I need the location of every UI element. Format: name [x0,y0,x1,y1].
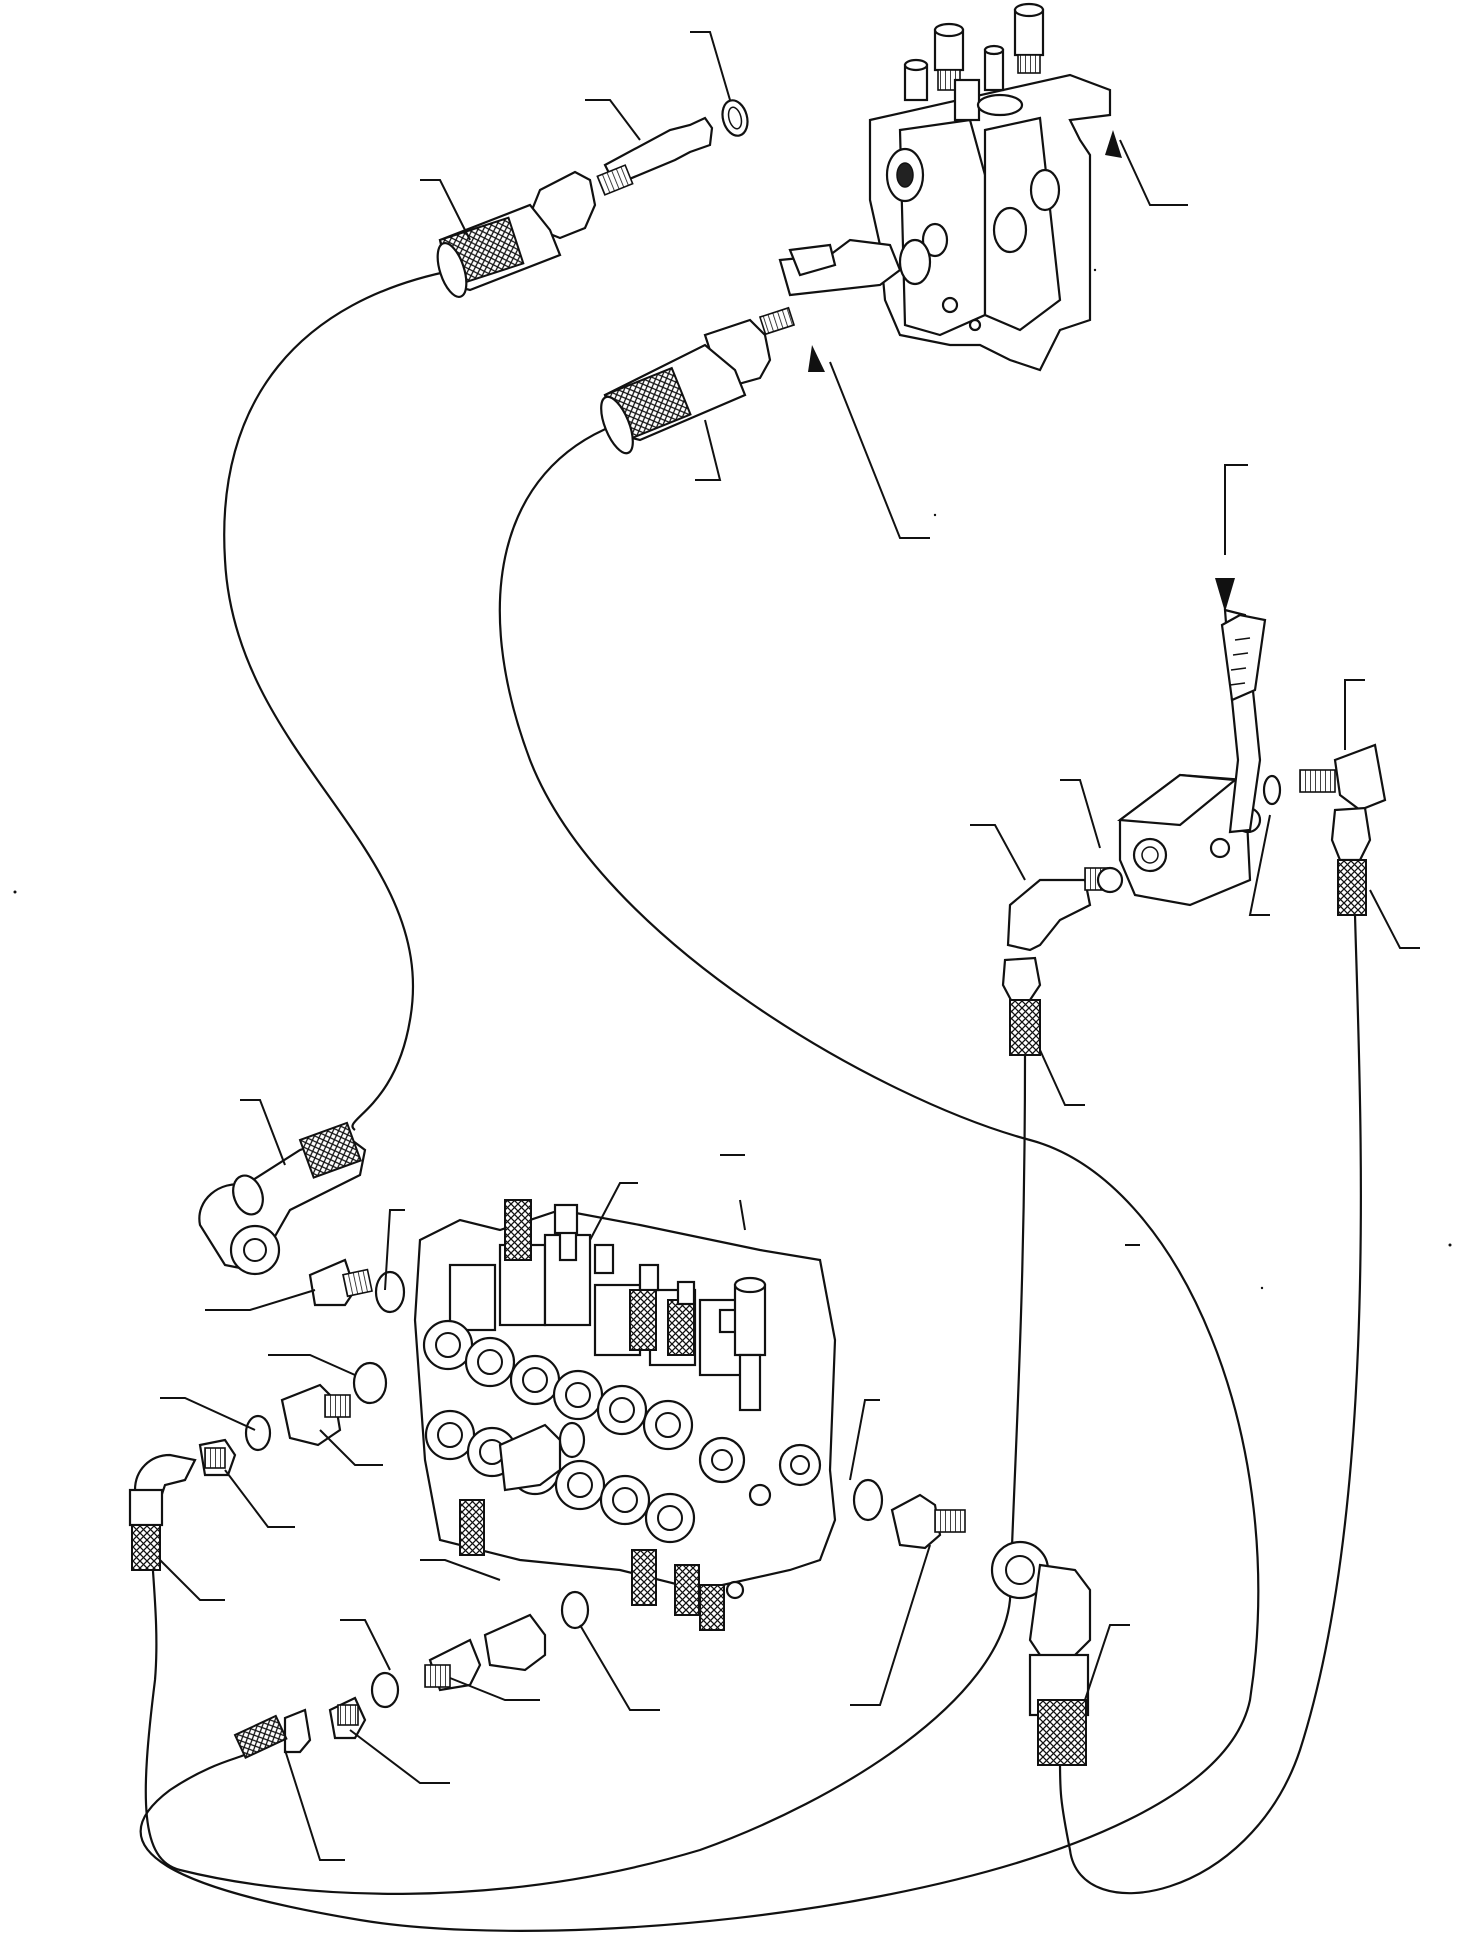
upper-hose-end-a [436,99,749,298]
arrow-lever [1215,578,1235,612]
lower-left-fittings [128,1121,1092,1766]
hoses [139,268,1362,1932]
upper-hose-end-b [600,306,796,455]
main-control-valve [413,1199,837,1631]
dots [13,268,1452,1290]
arrow-upper-fitting [808,345,825,372]
hand-lever-valve [1001,608,1387,1056]
leader-lines [159,31,1420,1861]
ports-upper-row [422,1319,694,1451]
hose-c [144,1054,1027,1895]
direction-arrows [808,130,1235,612]
hose-d [1058,914,1362,1895]
arrow-upper-valve [1105,130,1122,158]
hose-a [223,268,456,1131]
hose-b [139,423,1260,1932]
upper-control-valve [778,2,1112,372]
